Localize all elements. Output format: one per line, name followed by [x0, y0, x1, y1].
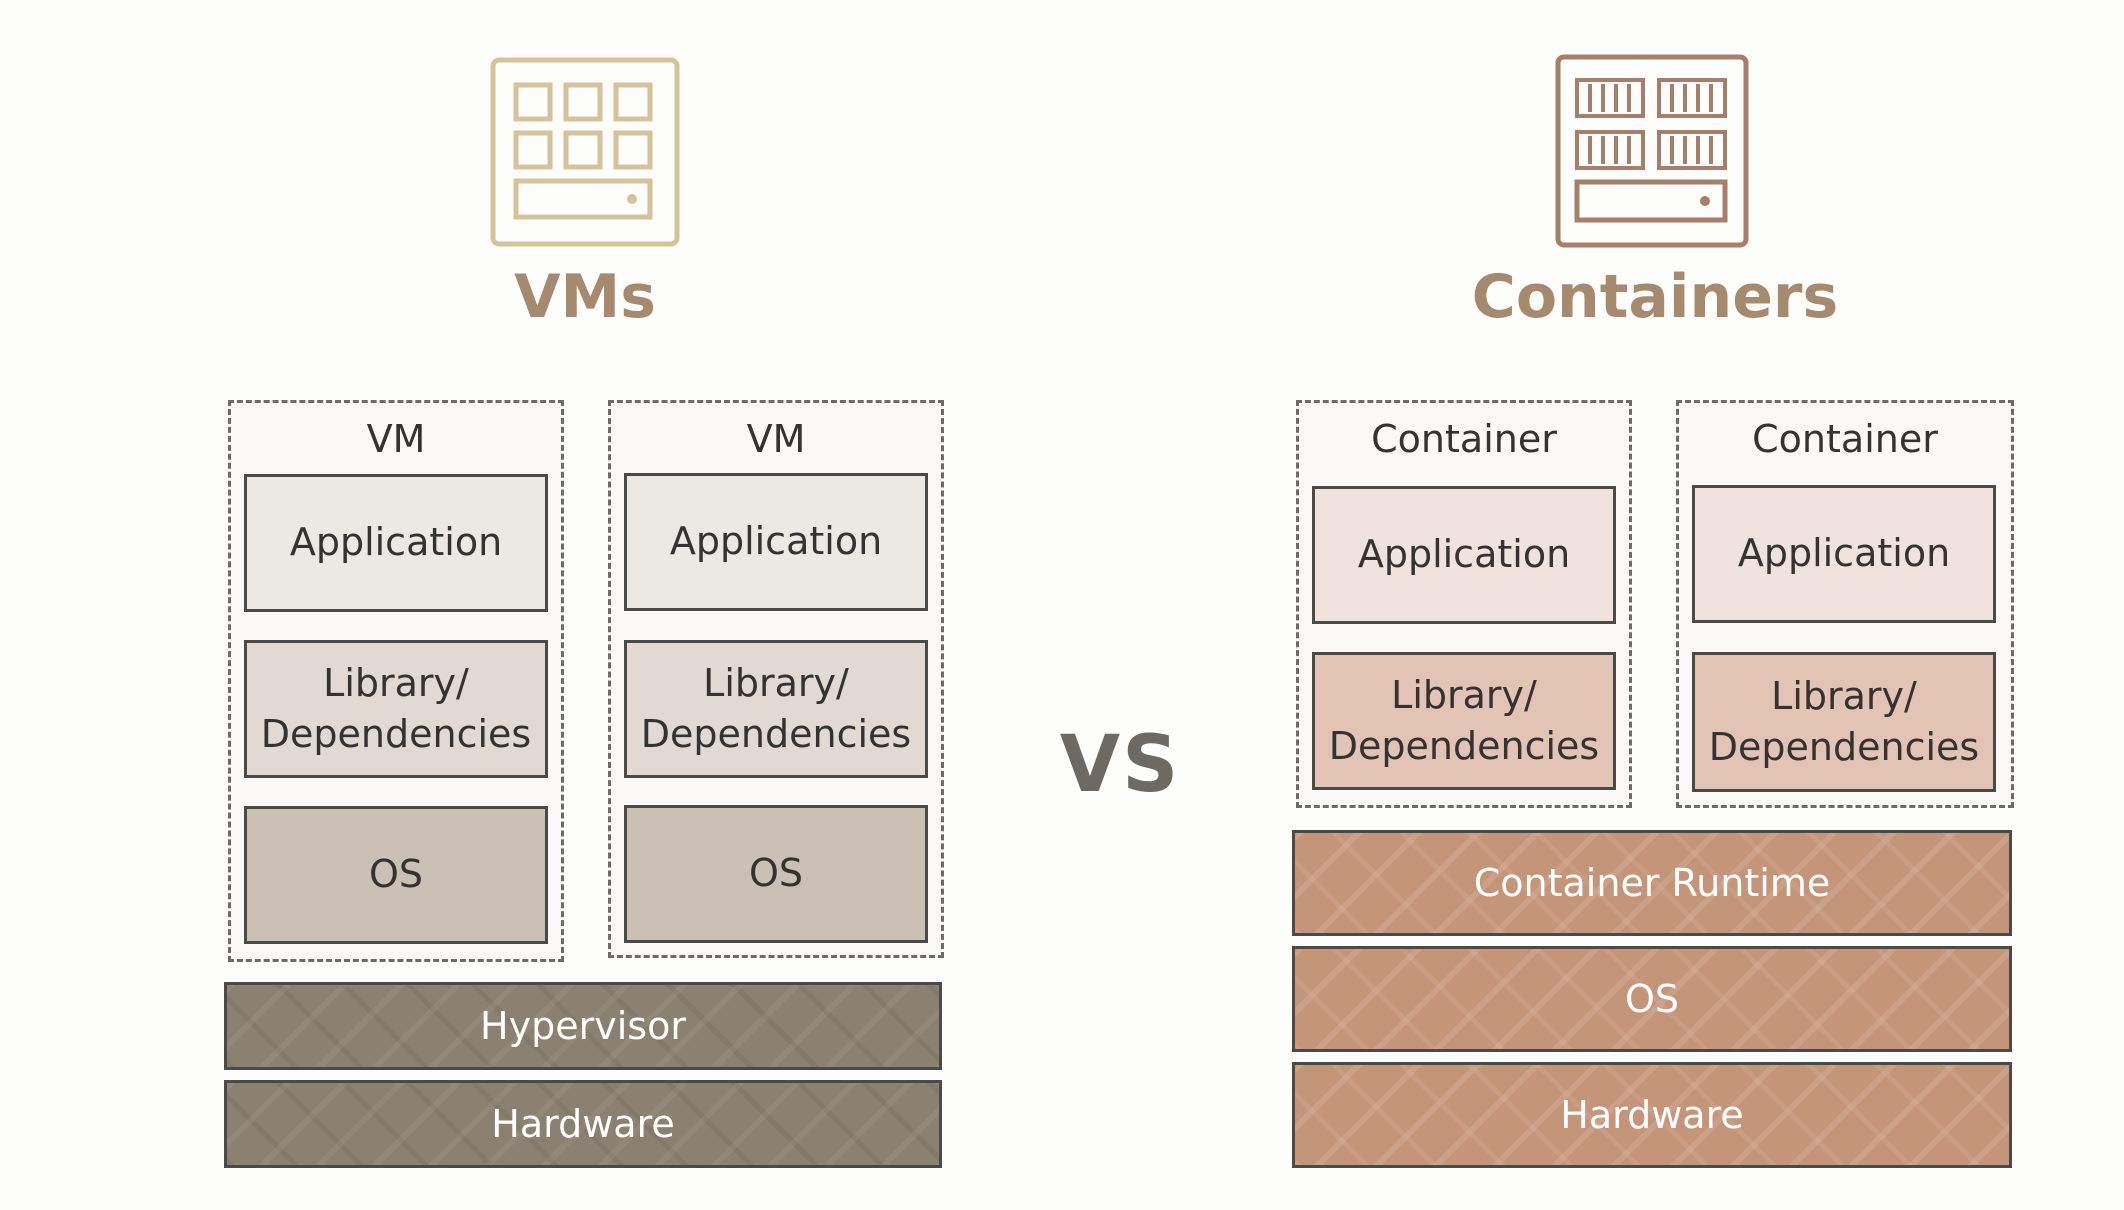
vm-os-layer: OS	[244, 806, 548, 944]
container-runtime-layer: Container Runtime	[1292, 830, 2012, 936]
hypervisor-layer: Hypervisor	[224, 982, 942, 1070]
container-library-layer: Library/ Dependencies	[1312, 652, 1616, 790]
vm-library-layer: Library/ Dependencies	[244, 640, 548, 778]
vm-library-layer: Library/ Dependencies	[624, 640, 928, 778]
vm-library-label: Library/ Dependencies	[640, 660, 912, 756]
container-application-layer: Application	[1692, 485, 1996, 623]
server-rack-icon	[490, 57, 680, 247]
container-application-layer: Application	[1312, 486, 1616, 624]
vm-label: VM	[746, 417, 806, 461]
containers-title: Containers	[1471, 262, 1839, 332]
container-label: Container	[1752, 417, 1938, 461]
container-os-layer: OS	[1292, 946, 2012, 1052]
container-library-label: Library/ Dependencies	[1328, 672, 1600, 768]
container-hardware-layer: Hardware	[1292, 1062, 2012, 1168]
vm-hardware-layer: Hardware	[224, 1080, 942, 1168]
vms-title: VMs	[514, 262, 656, 332]
vm-library-label: Library/ Dependencies	[260, 660, 532, 756]
vm-label: VM	[366, 417, 426, 461]
vm-os-layer: OS	[624, 805, 928, 943]
container-label: Container	[1371, 417, 1557, 461]
container-library-layer: Library/ Dependencies	[1692, 652, 1996, 792]
vs-label: VS	[1059, 720, 1181, 810]
vm-application-layer: Application	[244, 474, 548, 612]
container-rack-icon	[1555, 54, 1749, 248]
container-library-label: Library/ Dependencies	[1708, 673, 1980, 769]
vm-application-layer: Application	[624, 473, 928, 611]
